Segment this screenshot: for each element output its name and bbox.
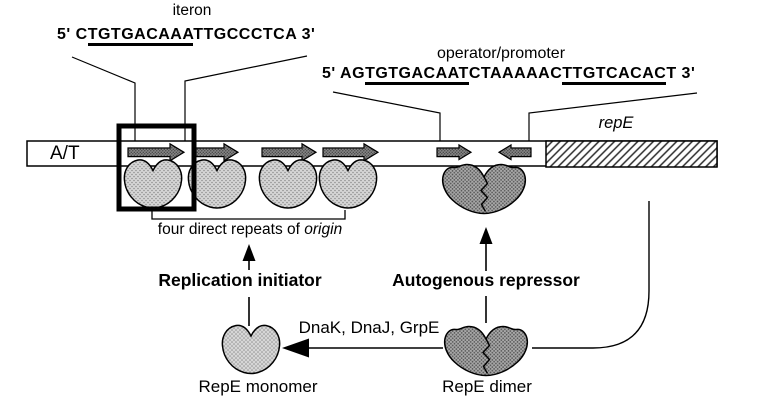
repe-gene-box <box>545 140 718 168</box>
operator-sequence-underlined-left: TGTGACAAT <box>365 65 469 85</box>
repe-dimer-shape-free <box>443 325 529 377</box>
chaperones-label: DnaK, DnaJ, GrpE <box>298 318 440 337</box>
direct-repeat-arrow-4 <box>322 142 380 162</box>
autogenous-repressor-arrowhead <box>479 227 493 244</box>
iteron-sequence-suffix: TTGCCCTCA 3' <box>193 26 316 43</box>
repe-monomer-label: RepE monomer <box>198 377 318 396</box>
at-region-label: A/T <box>50 143 80 164</box>
repe-monomer-shape-2 <box>187 159 247 209</box>
operator-sequence-middle: CTAAAAAC <box>468 65 563 82</box>
chaperone-arrowhead <box>282 338 309 358</box>
repeats-bracket <box>151 210 346 220</box>
operator-arrow-left <box>497 143 532 161</box>
repe-monomer-shape-1 <box>123 159 183 209</box>
direct-repeat-arrow-1 <box>127 142 186 162</box>
iteron-sequence-underlined: TGTGACAAA <box>87 26 194 46</box>
iteron-highlight-box <box>116 123 197 212</box>
operator-left-connector-line <box>332 91 441 141</box>
repe-monomer-shape-3 <box>258 159 318 209</box>
gene-to-dimer-curve <box>532 201 650 349</box>
repe-dimer-label: RepE dimer <box>442 377 532 396</box>
operator-sequence-suffix: T 3' <box>666 65 696 82</box>
repeats-caption-origin: origin <box>304 221 343 238</box>
iteron-sequence: 5' CTGTGACAAATTGCCCTCA 3' <box>57 26 316 46</box>
iteron-sequence-prefix: 5' C <box>57 26 88 43</box>
replication-initiator-arrowhead <box>242 244 256 261</box>
repeats-caption-text: four direct repeats of <box>157 221 305 238</box>
autogenous-repressor-label: Autogenous repressor <box>392 270 580 290</box>
direct-repeat-arrow-3 <box>261 142 318 162</box>
operator-arrow-right <box>436 143 473 161</box>
operator-sequence-prefix: 5' AG <box>322 65 366 82</box>
replication-initiator-label: Replication initiator <box>158 270 322 290</box>
iteron-right-connector-line <box>184 55 308 141</box>
repe-gene-label: repE <box>598 114 634 132</box>
direct-repeat-arrow-2 <box>195 142 240 162</box>
repe-monomer-shape-4 <box>318 159 378 209</box>
iteron-left-connector-line <box>71 56 136 141</box>
repe-monomer-shape-free <box>221 324 281 375</box>
operator-sequence: 5' AGTGTGACAATCTAAAAACTTGTCACACT 3' <box>322 65 696 85</box>
operator-sequence-underlined-right: TTGTCACAC <box>562 65 667 85</box>
repeats-caption: four direct repeats of origin <box>157 221 343 238</box>
operator-promoter-label: operator/promoter <box>436 45 566 62</box>
operator-right-connector-line <box>528 92 698 141</box>
iteron-label: iteron <box>172 2 212 19</box>
repe-dimer-shape-operator <box>441 163 527 215</box>
